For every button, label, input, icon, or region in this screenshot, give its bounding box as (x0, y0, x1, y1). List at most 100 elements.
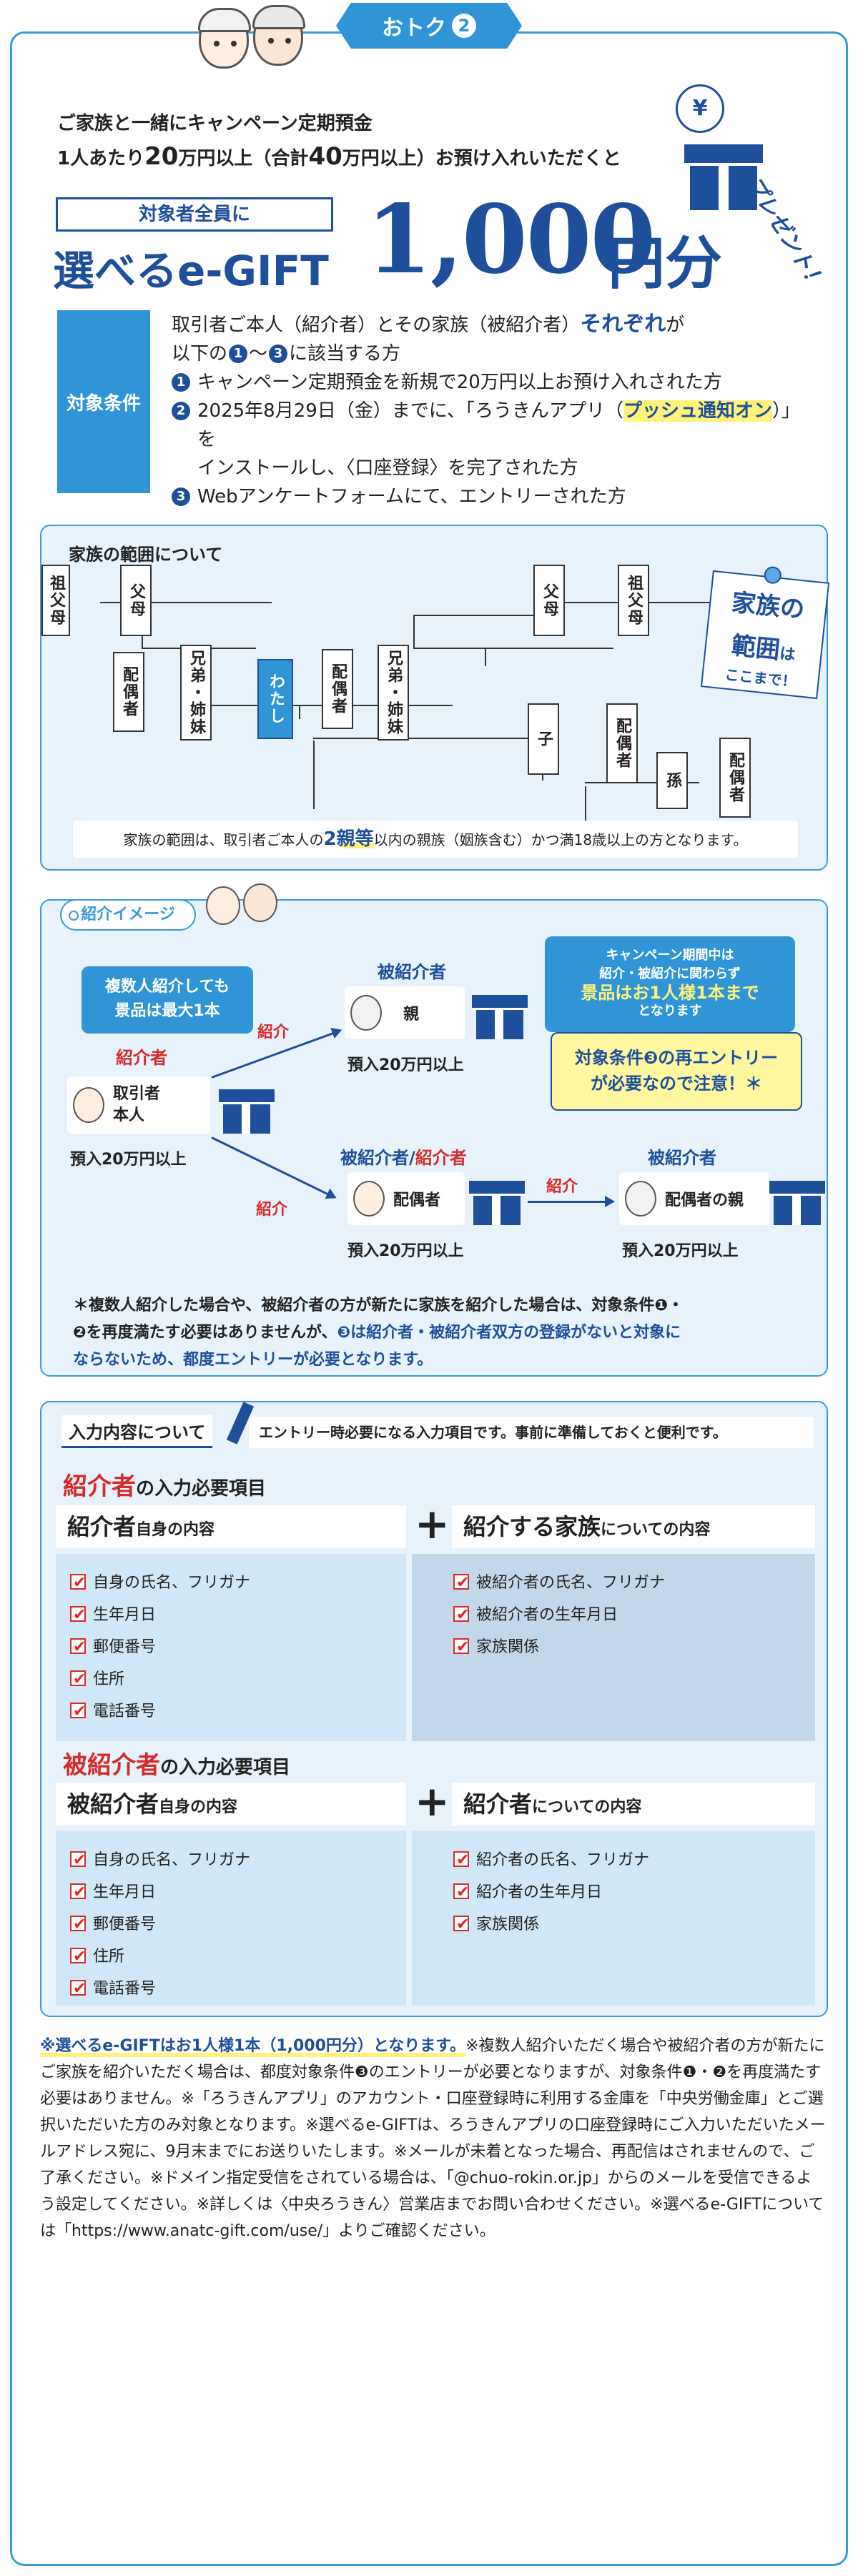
couple-illustration (192, 0, 313, 86)
arrow-to-spouse (211, 1136, 336, 1199)
checkbox-icon (70, 1631, 86, 1663)
conditions-lead: 取引者ご本人（紹介者）とその家族（被紹介者）それぞれが (172, 312, 685, 337)
checkbox-icon (70, 1844, 86, 1876)
family-box: 配偶者 (719, 738, 751, 818)
intro-label: 紹介 (546, 1178, 578, 1196)
checklist-item: 自身の氏名、フリガナ (70, 1567, 392, 1599)
family-box: 兄弟・姉妹 (180, 645, 212, 740)
checklist-item: 住所 (70, 1941, 392, 1973)
checkbox-icon (453, 1599, 469, 1631)
referrer-card: 取引者本人 (67, 1076, 210, 1134)
referrer-self-list: 自身の氏名、フリガナ 生年月日 郵便番号 住所 電話番号 (56, 1554, 406, 1741)
prize-unit: 円分 (608, 230, 722, 297)
intro-text: ご家族と一緒にキャンペーン定期預金 1人あたり20万円以上（合計40万円以上）お… (57, 107, 621, 175)
family-box: 配偶者 (113, 652, 144, 732)
parent-card: 親 (345, 986, 465, 1039)
referrer-amount: 預入20万円以上 (70, 1151, 187, 1169)
input-panel: 入力内容について エントリー時必要になる入力項目です。事前に準備しておくと便利で… (40, 1401, 828, 2017)
spouse-card: 配偶者 (347, 1172, 465, 1225)
spouse-parent-card: 配偶者の親 (619, 1172, 769, 1225)
referrer-self-header: 紹介者自身の内容 (56, 1505, 406, 1548)
target-tag: 対象者全員に (56, 197, 333, 232)
checkbox-icon (70, 1941, 86, 1973)
referrer-family-list: 被紹介者の氏名、フリガナ 被紹介者の生年月日 家族関係 (412, 1554, 815, 1741)
person-icon (350, 995, 382, 1031)
arrow-to-spouse-parent (528, 1196, 615, 1207)
checkbox-icon (453, 1567, 469, 1599)
person-icon (353, 1181, 385, 1217)
referee-role: 被紹介者 (378, 962, 446, 982)
plus-icon: + (415, 1777, 450, 1826)
plus-icon: + (415, 1500, 450, 1548)
intro-line1: ご家族と一緒にキャンペーン定期預金 (57, 113, 373, 134)
family-box: 配偶者 (322, 649, 353, 729)
checklist-item: 紹介者の氏名、フリガナ (453, 1844, 801, 1876)
checkbox-icon (70, 1663, 86, 1695)
intro-label: 紹介 (257, 1024, 290, 1041)
footnote: ※選べるe-GIFTはお1人様1本（1,000円分）となります。※複数人紹介いた… (40, 2037, 826, 2240)
parent-amount: 預入20万円以上 (347, 1056, 464, 1074)
checklist-item: 生年月日 (70, 1876, 392, 1908)
person-icon (73, 1087, 104, 1123)
header-badge: おトク 2 (336, 3, 522, 49)
checkbox-icon (70, 1695, 86, 1728)
intro-label: 紹介 (256, 1201, 288, 1219)
checklist-item: 家族関係 (453, 1631, 801, 1663)
family-range-panel: 家族の範囲について 祖父母 父母 配偶者 兄弟・姉妹 わたし 配偶者 兄弟・姉妹… (40, 525, 830, 871)
family-box: 配偶者 (606, 703, 638, 783)
checkbox-icon (70, 1876, 86, 1908)
checklist-item: 郵便番号 (70, 1908, 392, 1941)
egift-title: 選べるe-GIFT (53, 247, 329, 295)
input-subheading: エントリー時必要になる入力項目です。事前に準備しておくと便利です。 (249, 1417, 814, 1448)
referee-referrer-list: 紹介者の氏名、フリガナ 紹介者の生年月日 家族関係 (412, 1831, 815, 2006)
prize-amount: 1,000 (366, 184, 656, 295)
checkbox-icon (453, 1631, 469, 1663)
input-heading: 入力内容について (61, 1415, 213, 1448)
family-range-foot: 家族の範囲は、取引者ご本人の2親等以内の親族（姻族含む）かつ満18歳以上の方とな… (73, 821, 798, 858)
conditions-label: 対象条件 (57, 310, 150, 493)
bubble-max-one: 複数人紹介しても景品は最大1本 (82, 966, 253, 1034)
referrer-section-title: 紹介者の入力必要項目 (63, 1472, 267, 1501)
family-box: 父母 (533, 565, 565, 636)
checkbox-icon (70, 1567, 86, 1599)
checklist-item: 電話番号 (70, 1695, 392, 1728)
checkbox-icon (70, 1599, 86, 1631)
checkbox-icon (70, 1973, 86, 2005)
badge-number: 2 (452, 14, 476, 38)
man-face-icon (252, 5, 305, 66)
referrer-role: 紹介者 (116, 1048, 167, 1068)
family-box: 孫 (656, 752, 688, 809)
checklist-item: 家族関係 (453, 1908, 801, 1941)
spouse-parent-amount: 預入20万円以上 (622, 1242, 739, 1260)
family-box: 兄弟・姉妹 (378, 645, 409, 740)
family-title: 家族の範囲について (69, 545, 223, 565)
bubble-one-per-person: キャンペーン期間中は紹介・被紹介に関わらず景品はお1人様1本までとなります (545, 936, 795, 1032)
introduction-tag: 紹介イメージ (60, 899, 196, 931)
checkbox-icon (453, 1844, 469, 1876)
checklist-item: 被紹介者の生年月日 (453, 1599, 801, 1631)
family-box: 子 (528, 703, 559, 775)
referrer-family-header: 紹介する家族についての内容 (452, 1505, 815, 1548)
gift-box-icon (472, 995, 528, 1039)
checklist-item: 郵便番号 (70, 1631, 392, 1663)
checklist-item: 紹介者の生年月日 (453, 1876, 801, 1908)
referee2-role: 被紹介者 (648, 1148, 716, 1168)
family-box-me: わたし (257, 659, 293, 739)
introduction-panel: 紹介イメージ 複数人紹介しても景品は最大1本 キャンペーン期間中は紹介・被紹介に… (40, 883, 828, 1377)
woman-face-icon (198, 8, 251, 69)
referee-self-header: 被紹介者自身の内容 (56, 1783, 406, 1826)
person-icon (625, 1181, 656, 1217)
checklist-item: 住所 (70, 1663, 392, 1695)
checklist-item: 生年月日 (70, 1599, 392, 1631)
family-box: 祖父母 (618, 565, 649, 636)
referee-self-list: 自身の氏名、フリガナ 生年月日 郵便番号 住所 電話番号 (56, 1831, 406, 2006)
intro-line2: 1人あたり20万円以上（合計40万円以上）お預け入れいただくと (57, 142, 621, 171)
referee-referrer-role: 被紹介者/紹介者 (340, 1148, 467, 1168)
checklist-item: 電話番号 (70, 1973, 392, 2005)
referee-referrer-header: 紹介者についての内容 (452, 1783, 815, 1826)
checkbox-icon (453, 1908, 469, 1941)
family-box: 父母 (120, 565, 152, 636)
